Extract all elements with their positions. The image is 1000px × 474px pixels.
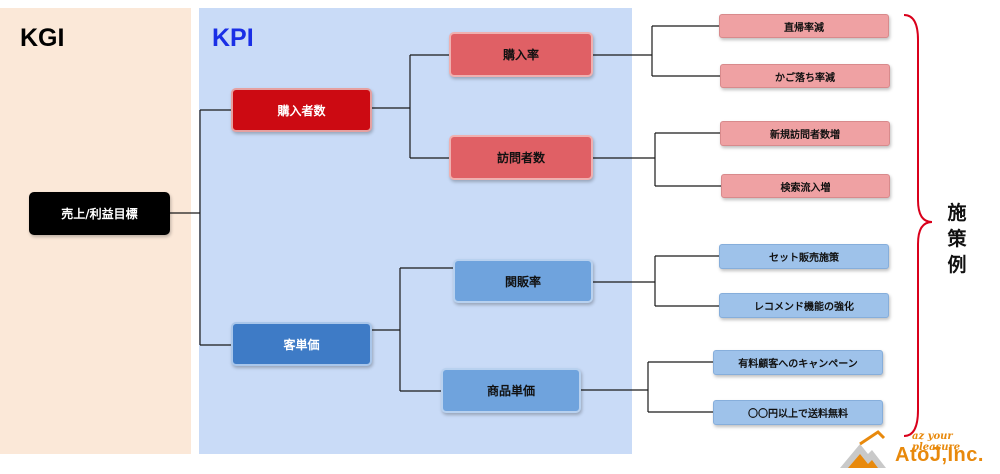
node-free-shipping: 〇〇円以上で送料無料 xyxy=(713,400,883,425)
kgi-title: KGI xyxy=(20,24,65,52)
connector-root xyxy=(170,109,231,346)
kpi-title: KPI xyxy=(212,24,254,52)
node-item-price: 商品単価 xyxy=(441,368,581,413)
connector-purchase-rate xyxy=(593,25,720,77)
connector-unit-price xyxy=(372,267,453,392)
company-logo-icon xyxy=(840,430,886,468)
logo-name: AtoJ,Inc. xyxy=(895,444,984,466)
logo-tagline: az your pleasure xyxy=(912,431,961,453)
connector-related-rate xyxy=(593,255,719,307)
connector-visitors xyxy=(593,132,721,187)
node-buyers: 購入者数 xyxy=(231,88,372,132)
node-search-inflow-increase: 検索流入増 xyxy=(721,174,890,198)
node-visitors: 訪問者数 xyxy=(449,135,593,180)
node-bounce-reduction: 直帰率減 xyxy=(719,14,889,38)
node-recommend: レコメンド機能の強化 xyxy=(719,293,889,318)
node-purchase-rate: 購入率 xyxy=(449,32,593,77)
node-set-sale: セット販売施策 xyxy=(719,244,889,269)
node-unit-price: 客単価 xyxy=(231,322,372,366)
node-new-visitors-increase: 新規訪問者数増 xyxy=(720,121,890,146)
node-cart-abandon-reduction: かご落ち率減 xyxy=(720,64,890,88)
measures-label: 施策例 xyxy=(947,202,967,276)
node-paid-campaign: 有料顧客へのキャンペーン xyxy=(713,350,883,375)
node-related-rate: 関販率 xyxy=(453,259,593,303)
connector-buyers xyxy=(372,54,449,159)
connector-item-price xyxy=(581,361,713,413)
node-sales-profit-target: 売上/利益目標 xyxy=(29,192,170,235)
